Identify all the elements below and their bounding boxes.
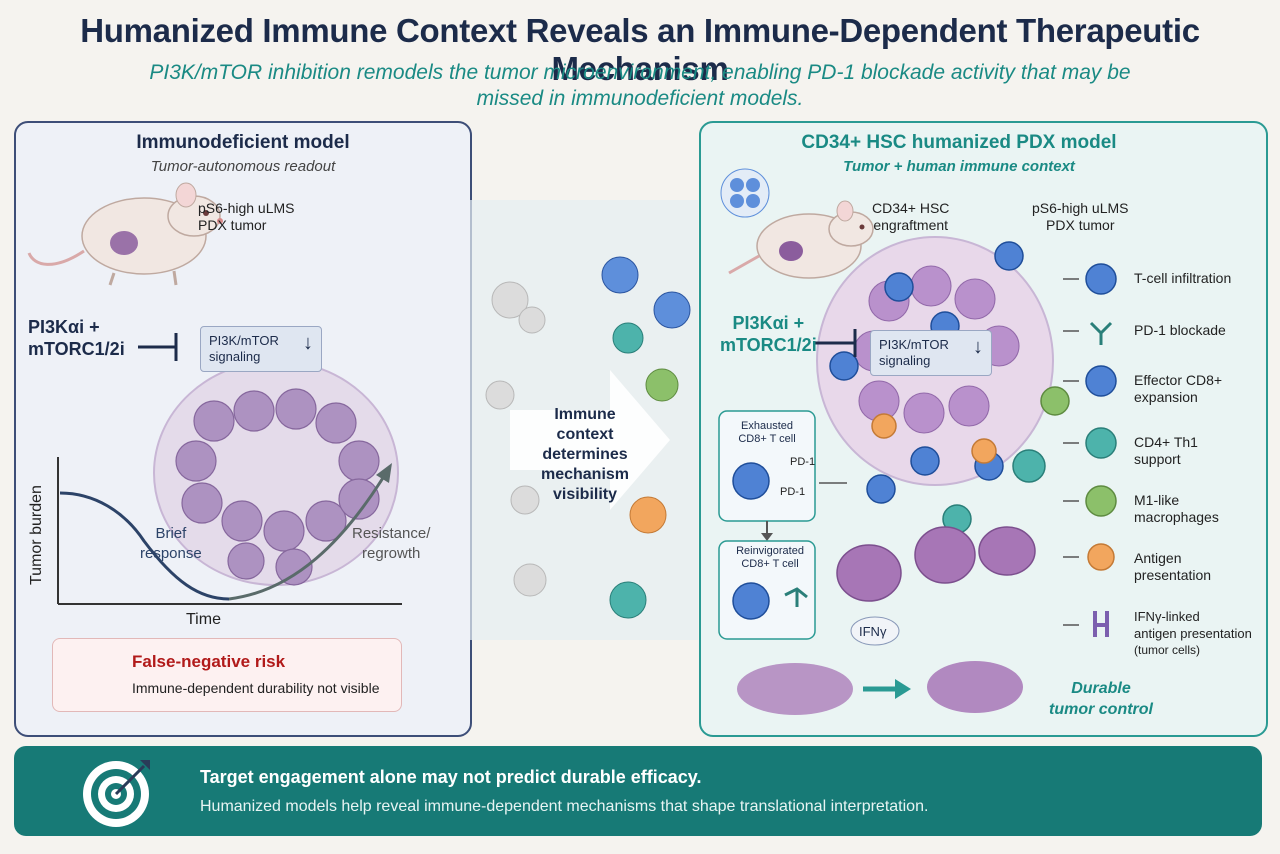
right-panel-title: CD34+ HSC humanized PDX model — [801, 132, 1117, 153]
chart-xlabel: Time — [186, 611, 221, 628]
arrow-down-icon: ↓ — [973, 336, 983, 358]
page-title: Humanized Immune Context Reveals an Immu… — [80, 12, 1200, 87]
target-icon — [83, 760, 150, 827]
legend-icons — [1063, 263, 1117, 637]
humanized-mouse-icon — [728, 200, 874, 279]
center-transition-graphic — [470, 200, 698, 640]
reinvigorated-t-cell-icon — [732, 582, 770, 620]
chart-ylabel: Tumor burden — [28, 485, 45, 585]
left-panel-title: Immunodeficient model — [136, 132, 350, 153]
faded-immune-cells-icon — [485, 281, 547, 597]
regrowth-label: Resistance/regrowth — [352, 525, 431, 562]
banner-subtext: Humanized models help reveal immune-depe… — [200, 798, 929, 815]
infiltrated-tumor-icon — [816, 236, 1070, 602]
ifng-badge — [850, 616, 900, 646]
hsc-cluster-icon — [720, 168, 770, 218]
left-panel-illustration — [27, 182, 402, 695]
antibody-icon — [784, 587, 808, 607]
banner-headline: Target engagement alone may not predict … — [200, 767, 702, 787]
tumor-icon — [153, 360, 399, 586]
legend-item-t-cell: T-cell infiltration — [1134, 270, 1232, 286]
exhausted-t-cell-icon — [732, 462, 770, 500]
legend-item-pd1: PD-1 blockade — [1134, 322, 1226, 338]
pd1-label-b: PD-1 — [780, 486, 806, 498]
tumor-burden-curve — [59, 491, 230, 601]
page-subtitle: PI3K/mTOR inhibition remodels the tumor … — [149, 61, 1131, 110]
risk-text: Immune-dependent durability not visible — [132, 680, 380, 696]
activated-immune-cells-icon — [601, 256, 691, 619]
left-inhibitor-label: PI3Kαi +mTORC1/2i — [28, 317, 125, 359]
right-panel-subtitle: Tumor + human immune context — [843, 158, 1075, 175]
arrow-down-icon: ↓ — [303, 332, 313, 354]
ifng-label: IFNγ — [859, 624, 887, 639]
regrowth-curve — [228, 472, 388, 601]
mouse-icon — [27, 182, 223, 286]
right-inhibitor-label: PI3Kαi +mTORC1/2i — [720, 313, 817, 355]
left-panel-subtitle: Tumor-autonomous readout — [150, 158, 336, 175]
shrunken-tumor-icon — [737, 661, 1023, 715]
legend-item-cd8: Effector CD8+expansion — [1134, 372, 1223, 405]
bottom-banner — [14, 746, 1262, 836]
false-negative-risk-box — [52, 638, 402, 712]
risk-title: False-negative risk — [132, 652, 286, 671]
pd1-label-a: PD-1 — [790, 456, 816, 468]
